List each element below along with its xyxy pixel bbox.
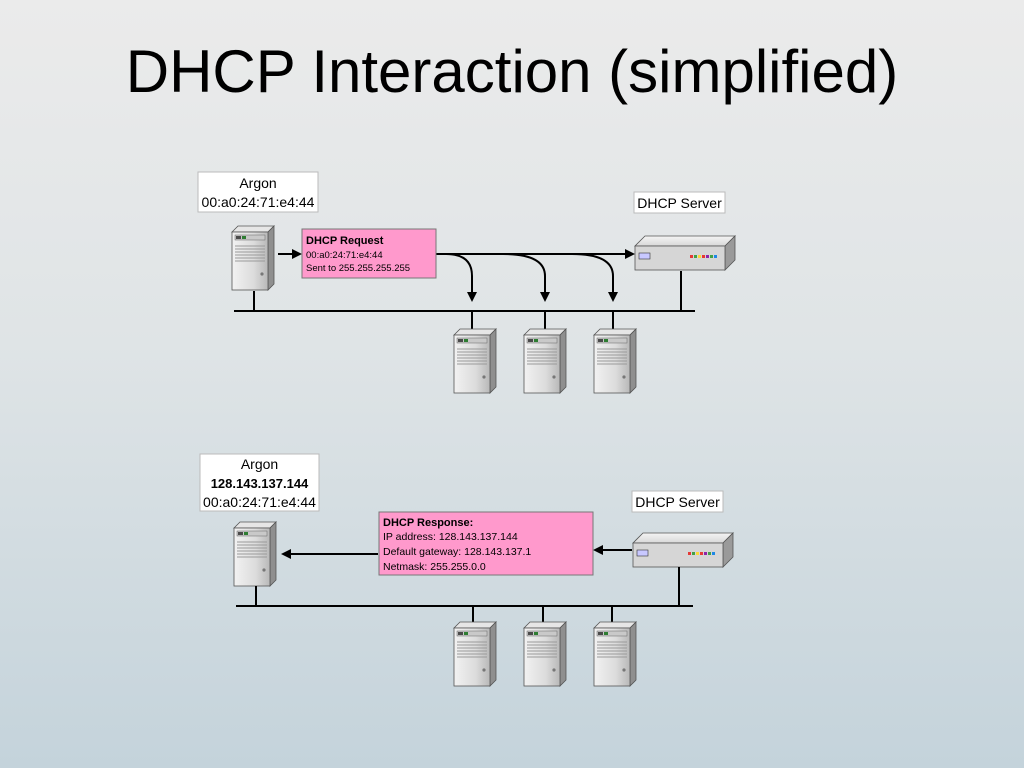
computer-tower-icon — [523, 328, 567, 394]
request-diagram: Argon 00:a0:24:71:e4:44 DHCP Server — [197, 171, 736, 394]
message-line: Sent to 255.255.255.255 — [306, 263, 410, 274]
client-mac: 00:a0:24:71:e4:44 — [202, 194, 315, 210]
message-line: Netmask: 255.255.0.0 — [383, 561, 486, 573]
message-title: DHCP Response: — [383, 517, 473, 529]
client-label-box: Argon 128.143.137.144 00:a0:24:71:e4:44 — [199, 453, 320, 512]
computer-tower-icon — [593, 328, 637, 394]
response-arrows — [281, 545, 632, 559]
computer-tower-icon — [453, 328, 497, 394]
server-label: DHCP Server — [635, 494, 720, 510]
message-line: 00:a0:24:71:e4:44 — [306, 250, 383, 261]
dhcp-request-message: DHCP Request 00:a0:24:71:e4:44 Sent to 2… — [301, 228, 437, 279]
network-server-icon — [634, 235, 736, 271]
network-bus — [234, 271, 695, 329]
page-title: DHCP Interaction (simplified) — [125, 38, 899, 105]
message-line: Default gateway: 128.143.137.1 — [383, 546, 531, 558]
computer-tower-icon — [233, 521, 277, 587]
network-server-icon — [632, 532, 734, 568]
client-name: Argon — [241, 456, 278, 472]
network-bus — [236, 567, 693, 622]
message-title: DHCP Request — [306, 235, 384, 247]
computer-tower-icon — [523, 621, 567, 687]
server-label-box: DHCP Server — [631, 490, 724, 513]
client-name: Argon — [239, 175, 276, 191]
response-diagram: Argon 128.143.137.144 00:a0:24:71:e4:44 … — [199, 453, 734, 687]
broadcast-arrows — [278, 249, 635, 302]
dhcp-response-message: DHCP Response: IP address: 128.143.137.1… — [378, 511, 594, 576]
server-label-box: DHCP Server — [633, 191, 726, 214]
server-label: DHCP Server — [637, 195, 722, 211]
client-label-box: Argon 00:a0:24:71:e4:44 — [197, 171, 319, 213]
message-line: IP address: 128.143.137.144 — [383, 531, 518, 543]
computer-tower-icon — [453, 621, 497, 687]
computer-tower-icon — [593, 621, 637, 687]
client-mac: 00:a0:24:71:e4:44 — [203, 494, 316, 510]
computer-tower-icon — [231, 225, 275, 291]
client-ip: 128.143.137.144 — [211, 476, 309, 491]
